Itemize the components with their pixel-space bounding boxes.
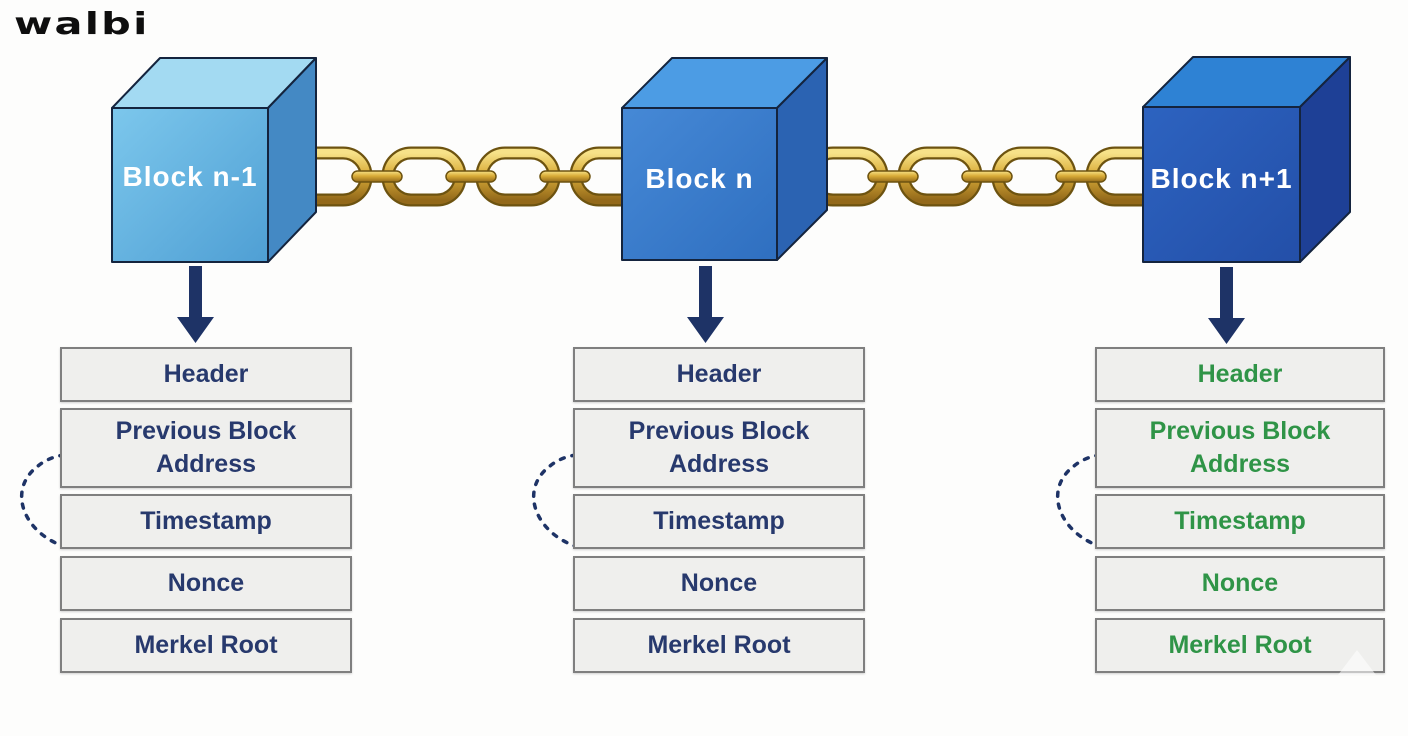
- field-label: Previous Block Address: [115, 417, 297, 478]
- block-n-cube: [621, 57, 828, 261]
- block-n-plus-1-fields-column: Header Previous Block Address Timestamp …: [1095, 0, 1385, 736]
- down-arrow-icon: [687, 266, 724, 343]
- field-box-merkel-root: Merkel Root: [573, 618, 865, 673]
- block-n-fields-column: Header Previous Block Address Timestamp …: [573, 0, 865, 736]
- field-box-header: Header: [573, 347, 865, 402]
- field-label: Nonce: [680, 569, 758, 597]
- block-n-1-fields-column: Header Previous Block Address Timestamp …: [60, 0, 352, 736]
- field-label: Previous Block Address: [628, 417, 810, 478]
- watermark-triangle-icon: [1338, 650, 1376, 675]
- field-label: Header: [676, 360, 762, 388]
- field-box-timestamp: Timestamp: [60, 494, 352, 549]
- field-box-previous-block-address: Previous Block Address: [1095, 408, 1385, 488]
- field-label: Nonce: [1201, 569, 1279, 597]
- field-box-header: Header: [60, 347, 352, 402]
- down-arrow-icon: [1208, 267, 1245, 344]
- field-box-timestamp: Timestamp: [573, 494, 865, 549]
- block-n-plus-1-label: Block n+1: [1150, 163, 1293, 194]
- field-box-timestamp: Timestamp: [1095, 494, 1385, 549]
- field-label: Header: [163, 360, 249, 388]
- field-box-nonce: Nonce: [60, 556, 352, 611]
- down-arrow-icon: [177, 266, 214, 343]
- field-label: Timestamp: [140, 507, 272, 535]
- field-box-merkel-root: Merkel Root: [1095, 618, 1385, 673]
- down-arrows: [177, 266, 1245, 344]
- walbi-logo: walbi: [14, 6, 150, 41]
- block-n-label: Block n: [645, 163, 754, 194]
- field-label: Timestamp: [1174, 507, 1306, 535]
- field-box-previous-block-address: Previous Block Address: [573, 408, 865, 488]
- field-label: Merkel Root: [647, 631, 791, 659]
- field-box-nonce: Nonce: [1095, 556, 1385, 611]
- block-n-plus-1-cube: [1142, 56, 1351, 263]
- field-box-previous-block-address: Previous Block Address: [60, 408, 352, 488]
- field-box-header: Header: [1095, 347, 1385, 402]
- walbi-logo-text: walbi: [14, 6, 150, 42]
- field-box-nonce: Nonce: [573, 556, 865, 611]
- field-label: Timestamp: [653, 507, 785, 535]
- field-label: Merkel Root: [1168, 631, 1312, 659]
- field-box-merkel-root: Merkel Root: [60, 618, 352, 673]
- field-label: Previous Block Address: [1149, 417, 1331, 478]
- field-label: Header: [1197, 360, 1283, 388]
- field-label: Nonce: [167, 569, 245, 597]
- block-n-1-cube: [111, 57, 317, 263]
- block-n-1-label: Block n-1: [122, 161, 258, 192]
- field-label: Merkel Root: [134, 631, 278, 659]
